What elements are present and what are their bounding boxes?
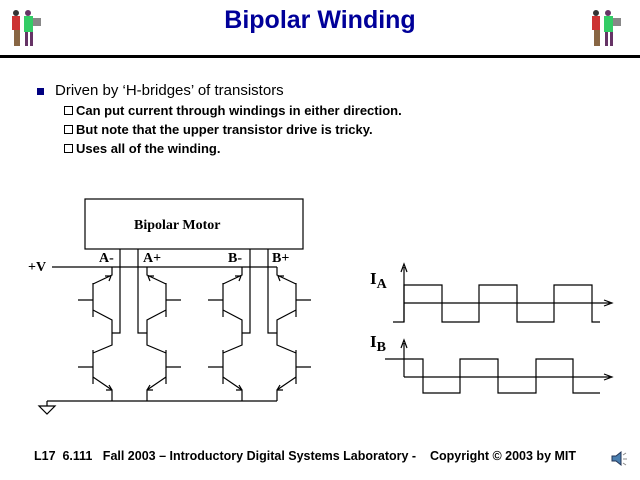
- motor-box: [84, 198, 304, 250]
- emitter-arrow-icon: [105, 275, 112, 282]
- speaker-icon[interactable]: [610, 449, 628, 469]
- title-divider: [0, 55, 640, 58]
- mit-logo-right: [592, 10, 621, 46]
- sub-bullet-icon: [64, 144, 73, 153]
- emitter-arrow-icon: [106, 384, 113, 391]
- transistor-pair-b-plus: [276, 267, 311, 401]
- ib-y-axis: [400, 338, 408, 377]
- terminal-b-plus: B+: [272, 251, 289, 266]
- waveform-ia: [393, 262, 614, 323]
- bullet-main: Driven by ‘H-bridges’ of transistors: [55, 82, 284, 99]
- sub-bullet-3: Uses all of the winding.: [76, 141, 221, 156]
- ground-icon: [37, 405, 57, 415]
- sub-bullet-icon: [64, 125, 73, 134]
- emitter-arrow-icon: [236, 384, 243, 391]
- ia-label: IA: [370, 269, 388, 292]
- winding-wires: [112, 249, 277, 334]
- terminal-a-minus: A-: [99, 251, 114, 266]
- motor-label: Bipolar Motor: [134, 218, 220, 233]
- emitter-arrow-icon: [276, 384, 283, 391]
- sub-bullet-1: Can put current through windings in eith…: [76, 103, 402, 118]
- sub-bullet-2: But note that the upper transistor drive…: [76, 122, 373, 137]
- emitter-arrow-icon: [146, 384, 153, 391]
- transistor-pair-a-minus: [78, 267, 113, 401]
- transistor-pair-a-plus: [146, 267, 181, 401]
- ib-signal: [385, 358, 600, 394]
- mit-logo-left: [12, 10, 41, 46]
- slide-title: Bipolar Winding: [224, 6, 416, 34]
- emitter-arrow-icon: [147, 275, 154, 282]
- supply-label: +V: [28, 260, 46, 275]
- transistor-pair-b-minus: [208, 267, 243, 401]
- terminal-b-minus: B-: [228, 251, 242, 266]
- ia-signal: [393, 284, 600, 323]
- emitter-arrow-icon: [235, 275, 242, 282]
- ia-x-axis: [404, 299, 614, 307]
- sub-bullet-icon: [64, 106, 73, 115]
- emitter-arrow-icon: [277, 275, 284, 282]
- bullet-icon: [37, 88, 44, 95]
- terminal-a-plus: A+: [143, 251, 161, 266]
- ib-label: IB: [370, 332, 386, 355]
- waveform-ib: [385, 338, 614, 394]
- footer-text: L17 6.111 Fall 2003 – Introductory Digit…: [34, 449, 577, 463]
- ib-x-axis: [404, 373, 614, 381]
